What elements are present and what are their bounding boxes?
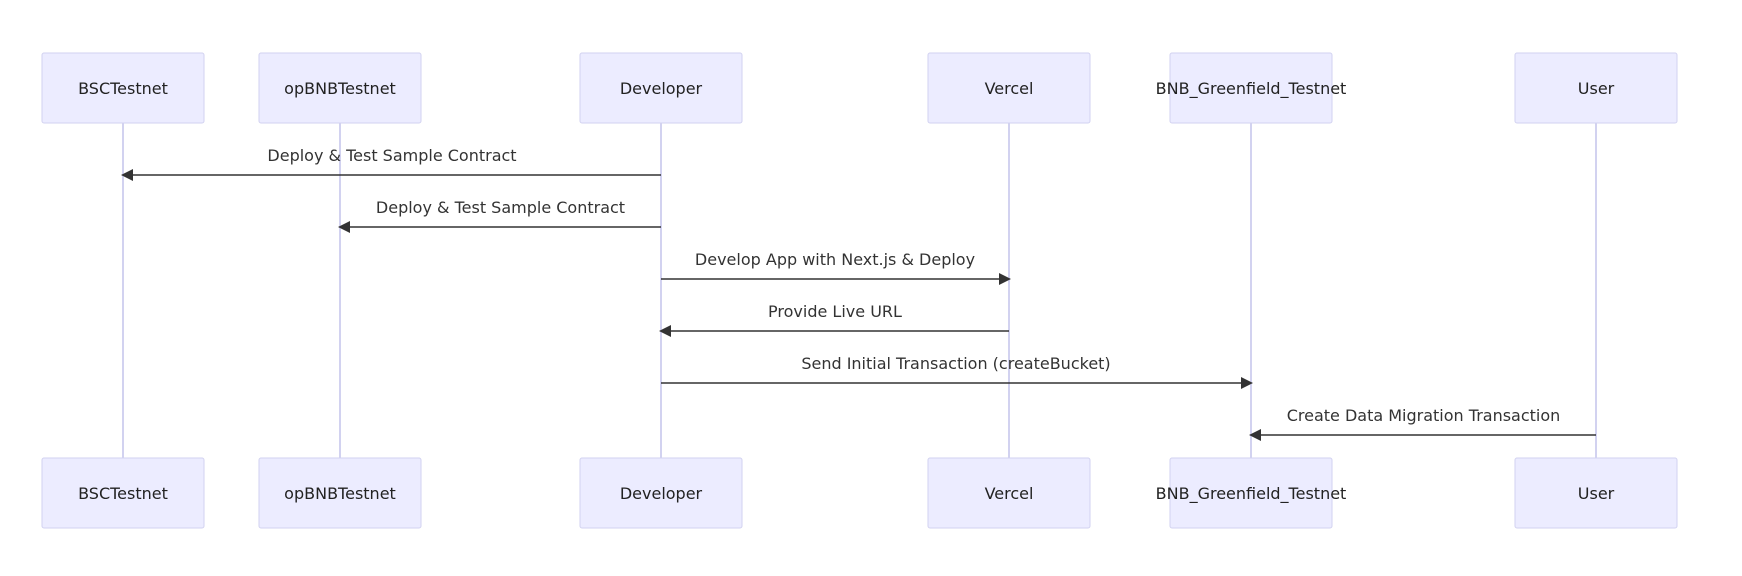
message-label: Deploy & Test Sample Contract [267, 146, 516, 165]
actor-label: User [1578, 484, 1615, 503]
actor-vercel-bottom: Vercel [927, 457, 1091, 529]
arrowhead [338, 221, 350, 233]
actors-top: BSCTestnet opBNBTestnet Developer Vercel BNB… [41, 52, 1678, 124]
actor-box [1169, 457, 1333, 529]
actor-bsc-bottom: BSCTestnet [41, 457, 205, 529]
actor-box [927, 457, 1091, 529]
actor-box [258, 457, 422, 529]
actor-label: User [1578, 79, 1615, 98]
actor-box [1514, 457, 1678, 529]
actor-box [1514, 52, 1678, 124]
actor-label: Vercel [985, 79, 1034, 98]
actor-label: Developer [620, 484, 703, 503]
actor-opbnb-top: opBNBTestnet [258, 52, 422, 124]
actor-label: opBNBTestnet [284, 484, 396, 503]
message-5: Send Initial Transaction (createBucket) [661, 354, 1253, 389]
message-4: Provide Live URL [659, 302, 1009, 337]
actor-user-top: User [1514, 52, 1678, 124]
message-label: Develop App with Next.js & Deploy [695, 250, 975, 269]
message-1: Deploy & Test Sample Contract [121, 146, 661, 181]
actor-label: BNB_Greenfield_Testnet [1156, 484, 1347, 504]
lifelines [122, 123, 1597, 458]
actors-bottom: BSCTestnet opBNBTestnet Developer Vercel BNB… [41, 457, 1678, 529]
actor-box [41, 457, 205, 529]
arrowhead [659, 325, 671, 337]
arrowhead [999, 273, 1011, 285]
actor-label: Developer [620, 79, 703, 98]
actor-bsc-top: BSCTestnet [41, 52, 205, 124]
actor-label: BSCTestnet [78, 79, 168, 98]
actor-dev-bottom: Developer [579, 457, 743, 529]
actor-user-bottom: User [1514, 457, 1678, 529]
actor-label: Vercel [985, 484, 1034, 503]
actor-opbnb-bottom: opBNBTestnet [258, 457, 422, 529]
actor-box [1169, 52, 1333, 124]
message-label: Send Initial Transaction (createBucket) [801, 354, 1110, 373]
actor-greenfield-top: BNB_Greenfield_Testnet [1156, 52, 1347, 124]
actor-dev-top: Developer [579, 52, 743, 124]
actor-box [579, 457, 743, 529]
arrowhead [1241, 377, 1253, 389]
actor-vercel-top: Vercel [927, 52, 1091, 124]
arrowhead [1249, 429, 1261, 441]
actor-box [41, 52, 205, 124]
actor-greenfield-bottom: BNB_Greenfield_Testnet [1156, 457, 1347, 529]
actor-box [579, 52, 743, 124]
message-2: Deploy & Test Sample Contract [338, 198, 661, 233]
actor-label: BSCTestnet [78, 484, 168, 503]
message-label: Deploy & Test Sample Contract [376, 198, 625, 217]
message-3: Develop App with Next.js & Deploy [661, 250, 1011, 285]
actor-label: opBNBTestnet [284, 79, 396, 98]
actor-label: BNB_Greenfield_Testnet [1156, 79, 1347, 99]
arrowhead [121, 169, 133, 181]
actor-box [258, 52, 422, 124]
message-label: Provide Live URL [768, 302, 902, 321]
message-6: Create Data Migration Transaction [1249, 406, 1596, 441]
message-label: Create Data Migration Transaction [1287, 406, 1561, 425]
actor-box [927, 52, 1091, 124]
